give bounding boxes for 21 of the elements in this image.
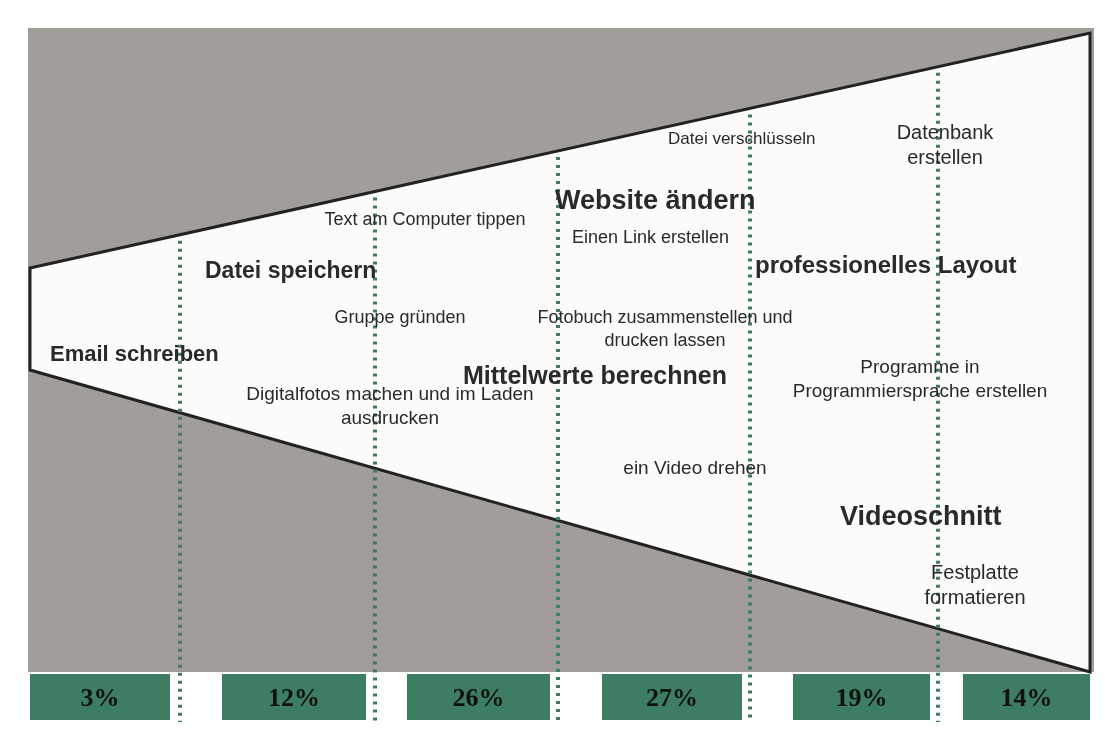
percentage-box: 3% — [30, 674, 170, 720]
percentage-box: 12% — [222, 674, 366, 720]
handwritten-label: professionelles Layout — [755, 250, 1018, 280]
handwritten-label: Datei verschlüsseln — [668, 128, 817, 150]
handwritten-label: ein Video drehen — [622, 456, 768, 480]
handwritten-label: Programme in Programmiersprache erstellen — [791, 355, 1049, 403]
percentage-box: 26% — [407, 674, 550, 720]
handwritten-label: Text am Computer tippen — [323, 208, 527, 231]
handwritten-label: Gruppe gründen — [333, 306, 467, 329]
handwritten-label: Fotobuch zusammenstellen und drucken lassen — [536, 306, 794, 351]
handwritten-label: Festplatte formatieren — [923, 560, 1027, 610]
handwritten-label: Videoschnitt — [840, 500, 1003, 533]
handwritten-label: Email schreiben — [50, 340, 220, 368]
handwritten-label: Datenbank erstellen — [895, 120, 995, 170]
handwritten-label: Website ändern — [555, 184, 757, 217]
handwritten-label: Datei speichern — [205, 256, 378, 285]
percentage-box: 19% — [793, 674, 930, 720]
handwritten-label: Digitalfotos machen und im Laden ausdrucken — [245, 383, 534, 430]
handwritten-label: Einen Link erstellen — [572, 226, 731, 249]
percentage-box: 14% — [963, 674, 1090, 720]
percentage-box: 27% — [602, 674, 742, 720]
